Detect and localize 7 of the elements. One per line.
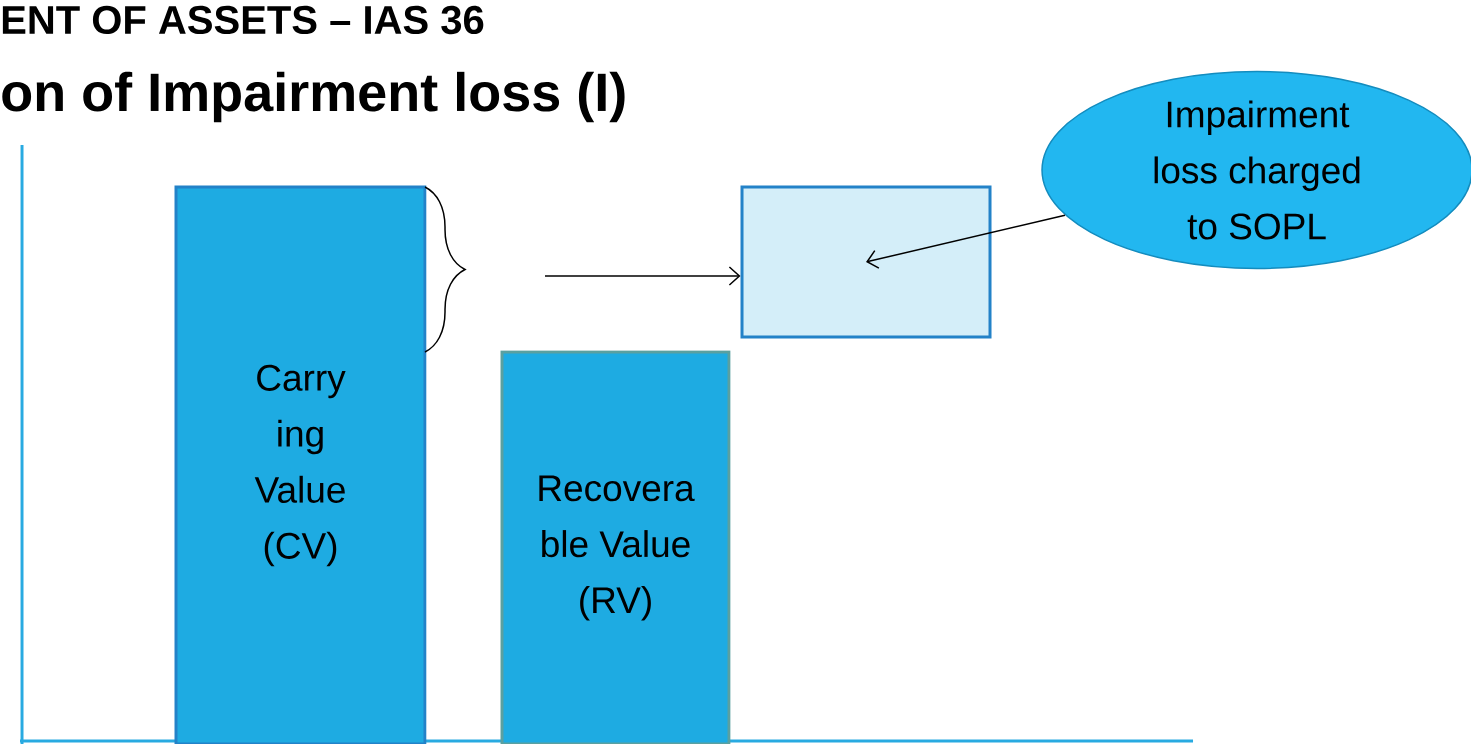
arrow: [544, 266, 741, 286]
heading: ENT OF ASSETS – IAS 36: [2, 5, 484, 35]
bar: Recovera ble Value (RV): [500, 350, 731, 744]
bar: Carry ing Value (CV): [174, 185, 427, 744]
arrow: [866, 214, 1066, 269]
box: [740, 185, 992, 339]
title: on of Impairment loss (I): [2, 71, 625, 123]
